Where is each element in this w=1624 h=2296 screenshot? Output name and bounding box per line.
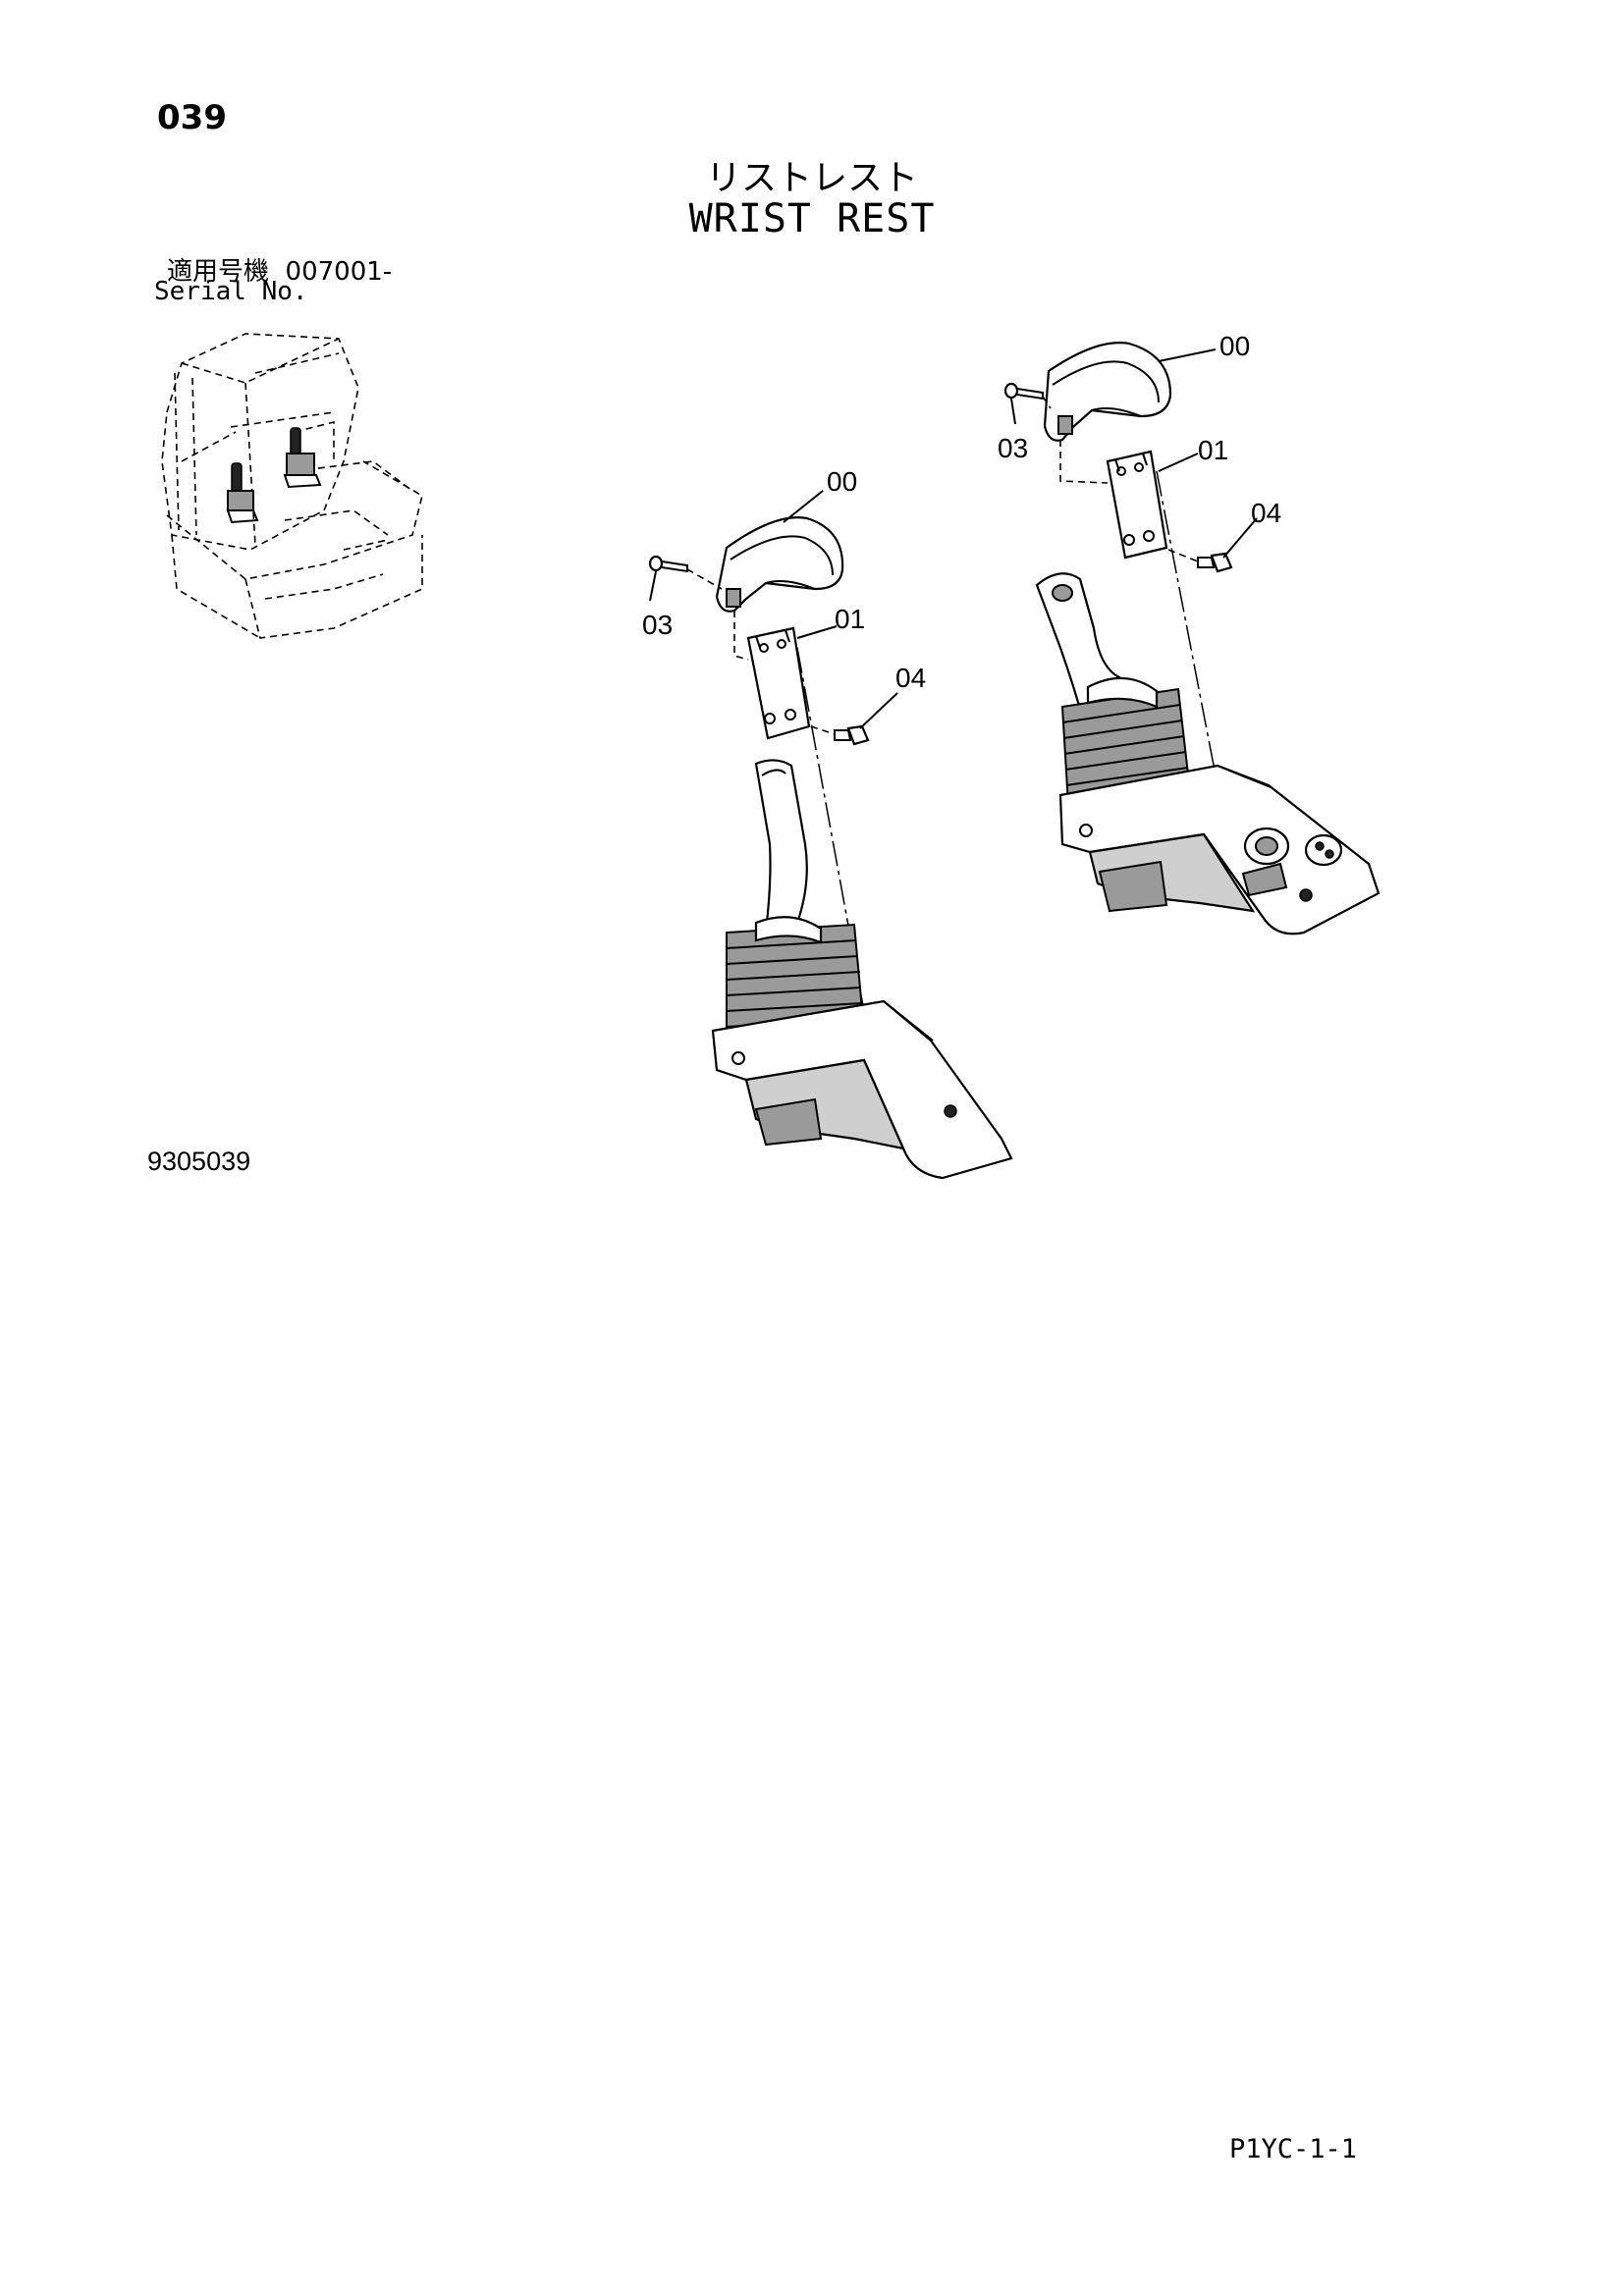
callout-left-03: 03 (642, 610, 673, 640)
left-console-base (711, 999, 1013, 1180)
callout-left-00: 00 (827, 466, 857, 497)
cab-right-lever-icon (283, 427, 322, 489)
callout-right-04: 04 (1251, 498, 1281, 528)
callout-right-03: 03 (998, 433, 1028, 463)
callout-left-01: 01 (835, 604, 865, 634)
callout-right-01: 01 (1198, 435, 1228, 465)
page-number: 039 (157, 98, 227, 137)
right-wrist-rest-assembly (1003, 342, 1380, 935)
right-bracket-plate (1106, 450, 1168, 560)
left-wrist-rest-pad (715, 516, 844, 613)
cab-location-inset (161, 333, 423, 639)
title-japanese: リストレスト (705, 158, 918, 198)
serial-line-japanese: 適用号機 007001- (167, 251, 392, 288)
callout-leaders (649, 348, 1258, 729)
figure-number: 9305039 (147, 1147, 251, 1176)
serial-value: 007001- (285, 257, 393, 287)
left-screw-03 (648, 555, 688, 573)
cab-left-lever-icon (226, 462, 259, 524)
right-bolt-04 (1197, 552, 1233, 573)
serial-label-english: Serial No. (154, 277, 308, 306)
page-code: P1YC-1-1 (1229, 2134, 1358, 2164)
right-wrist-rest-pad (1043, 342, 1172, 442)
callout-right-00: 00 (1219, 331, 1250, 361)
right-screw-03 (1003, 382, 1044, 400)
left-wrist-rest-assembly (648, 516, 1013, 1180)
left-bolt-04 (834, 724, 870, 746)
serial-label-japanese: 適用号機 (167, 257, 270, 287)
right-console-base (1058, 764, 1380, 935)
callout-left-04: 04 (895, 663, 926, 693)
left-bracket-plate (746, 626, 811, 740)
title-english: WRIST REST (688, 196, 936, 241)
